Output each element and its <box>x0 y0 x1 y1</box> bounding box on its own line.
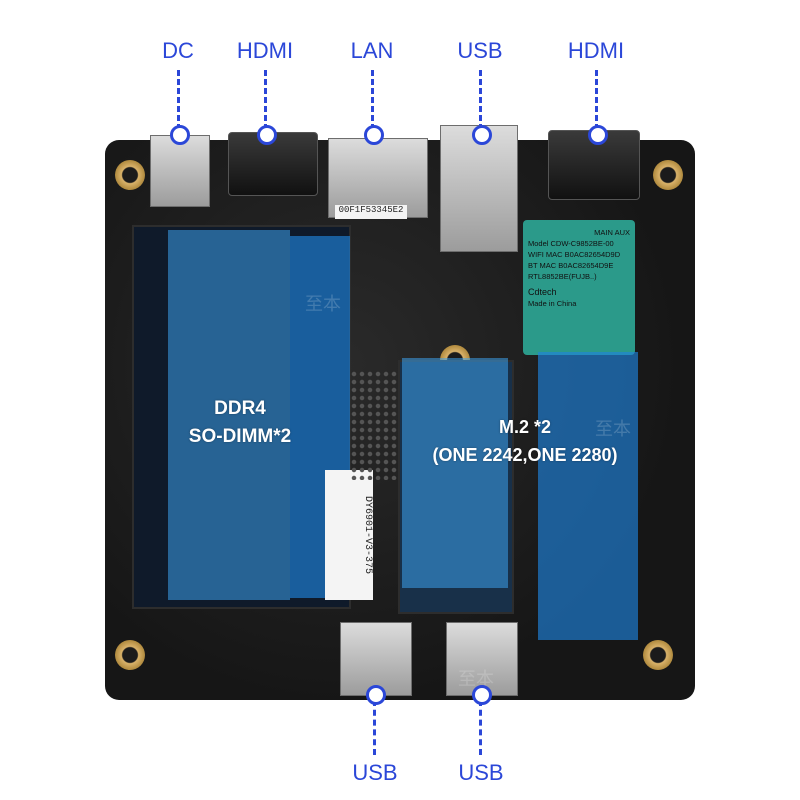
dot-usb-bottom-2 <box>472 685 492 705</box>
mounting-hole-bottom-right <box>643 640 673 670</box>
ddr4-label-line1: DDR4 <box>214 398 266 419</box>
dot-usb-bottom-1 <box>366 685 386 705</box>
usb-port-bottom-1 <box>340 622 412 696</box>
dot-dc <box>170 125 190 145</box>
leader-line-dc <box>177 70 180 130</box>
wifi-aux-label: AUX <box>614 228 630 237</box>
ddr4-label-line2: SO-DIMM*2 <box>188 426 292 447</box>
usb-port-top <box>440 125 518 252</box>
port-label-hdmi-2: HDMI <box>567 38 625 63</box>
port-label-usb-bottom-1: USB <box>352 760 398 785</box>
m2-overlay-2280 <box>538 352 638 640</box>
m2-overlay-2242 <box>402 358 508 588</box>
leader-line-usb-bottom-2 <box>479 700 482 755</box>
wifi-model: Model CDW-C9852BE-00 <box>528 239 614 248</box>
leader-line-usb-bottom-1 <box>373 700 376 755</box>
wifi-origin: Made in China <box>528 299 577 308</box>
lan-sticker: 00F1F53345E2 <box>335 205 407 219</box>
barcode-sticker: DY6901-V3-375 <box>325 470 373 600</box>
port-label-usb-top: USB <box>457 38 503 63</box>
dot-hdmi-1 <box>257 125 277 145</box>
m2-label: M.2 *2 (ONE 2242,ONE 2280) <box>390 413 660 469</box>
hdmi-port-1 <box>228 132 318 196</box>
m2-label-line2: (ONE 2242,ONE 2280) <box>432 445 618 465</box>
wifi-brand: Cdtech <box>528 287 557 297</box>
mounting-hole-top-left <box>115 160 145 190</box>
dot-lan <box>364 125 384 145</box>
dc-jack <box>150 135 210 207</box>
m2-label-line1: M.2 *2 <box>498 417 552 437</box>
leader-line-hdmi-2 <box>595 70 598 130</box>
mounting-hole-bottom-left <box>115 640 145 670</box>
watermark-3: 至本 <box>458 669 494 689</box>
dot-usb-top <box>472 125 492 145</box>
wifi-module: MAIN AUX Model CDW-C9852BE-00 WIFI MAC B… <box>523 220 635 355</box>
leader-line-usb-top <box>479 70 482 130</box>
dot-hdmi-2 <box>588 125 608 145</box>
port-label-usb-bottom-2: USB <box>458 760 504 785</box>
wifi-mac: WIFI MAC B0AC82654D9D <box>528 250 621 259</box>
ddr4-label: DDR4 SO-DIMM*2 <box>175 395 305 451</box>
wifi-main-label: MAIN <box>594 228 613 237</box>
leader-line-lan <box>371 70 374 130</box>
port-label-lan: LAN <box>350 38 394 63</box>
port-label-dc: DC <box>162 38 194 63</box>
leader-line-hdmi-1 <box>264 70 267 130</box>
wifi-chip: RTL8852BE(FUJB..) <box>528 272 597 281</box>
header-pins <box>350 370 398 480</box>
port-label-hdmi-1: HDMI <box>236 38 294 63</box>
watermark-2: 至本 <box>595 419 631 439</box>
mounting-hole-top-right <box>653 160 683 190</box>
watermark-1: 至本 <box>305 294 341 314</box>
ddr4-overlay-1 <box>168 230 290 600</box>
wifi-bt-mac: BT MAC B0AC82654D9E <box>528 261 614 270</box>
